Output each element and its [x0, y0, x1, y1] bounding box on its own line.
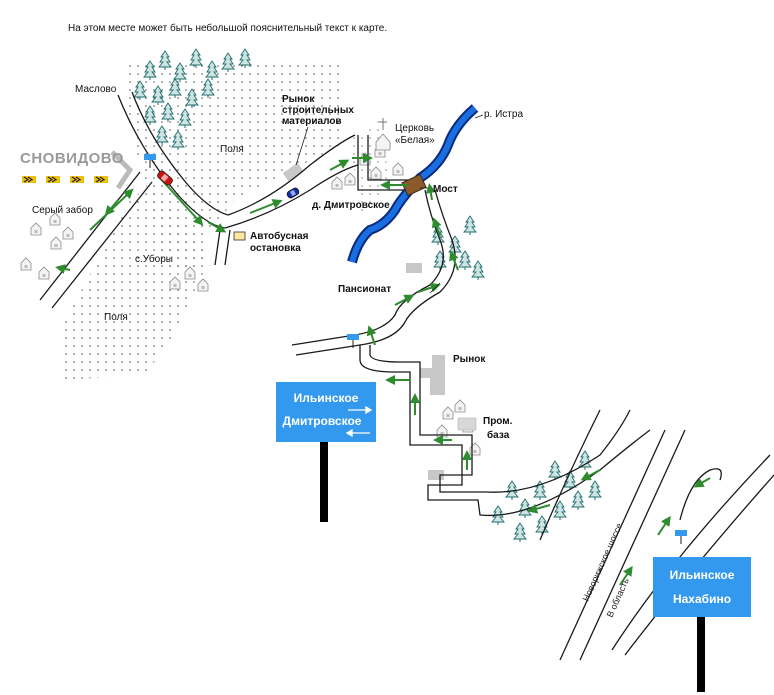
label-pansionat: Пансионат: [338, 284, 391, 295]
field-areas: [60, 60, 390, 380]
arrow-right-icon: [348, 405, 373, 415]
roads: [39, 91, 774, 661]
label-rynok: Рынок: [453, 354, 486, 365]
label-bridge: Мост: [433, 184, 458, 195]
river-istra: [347, 104, 479, 264]
label-seryi-zabor: Серый забор: [32, 204, 93, 216]
seryi-zabor-wall: [110, 150, 134, 190]
label-market-1: Рынок: [282, 94, 315, 105]
label-polya-bottom: Поля: [104, 312, 128, 323]
label-s-ubory: с.Уборы: [135, 253, 173, 265]
small-road-signs: [144, 154, 687, 544]
route-arrows: [55, 153, 711, 586]
direction-chevrons: [22, 176, 108, 183]
label-d-dmitrovskoe: д. Дмитровское: [312, 200, 390, 211]
sign-1-line-2: Дмитровское: [283, 414, 362, 428]
bus-stop-icon: [233, 231, 246, 241]
sign-2-line-2: Нахабино: [673, 592, 731, 606]
label-church-2: «Белая»: [395, 135, 435, 146]
arrow-left-icon: [345, 428, 370, 438]
label-market-3: материалов: [282, 116, 342, 127]
label-bus-stop-2: остановка: [250, 243, 301, 254]
label-prom-1: Пром.: [483, 416, 513, 427]
label-polya-top: Поля: [220, 144, 244, 155]
label-church-1: Церковь: [395, 123, 434, 134]
buildings: [282, 162, 477, 480]
sign-1-line-1: Ильинское: [294, 391, 359, 405]
label-prom-2: база: [487, 429, 510, 441]
label-bus-stop-1: Автобусная: [250, 230, 309, 242]
header-note: На этом месте может быть небольшой поясн…: [68, 22, 387, 34]
church-icon: [375, 118, 391, 151]
leader-lines: [295, 114, 484, 294]
bridge-icon: [401, 173, 427, 197]
label-snovidovo: СНОВИДОВО: [20, 150, 124, 167]
direction-sign-dmitrovskoe: Ильинское Дмитровское: [276, 382, 376, 522]
direction-sign-nakhabino: Ильинское Нахабино: [653, 557, 751, 692]
label-market-2: строительных: [282, 105, 354, 116]
sign-2-line-1: Ильинское: [670, 568, 735, 582]
label-river: р. Истра: [484, 109, 523, 120]
car-icon: [286, 187, 300, 199]
label-maslovo: Маслово: [75, 84, 117, 95]
car-icon: [157, 170, 173, 186]
